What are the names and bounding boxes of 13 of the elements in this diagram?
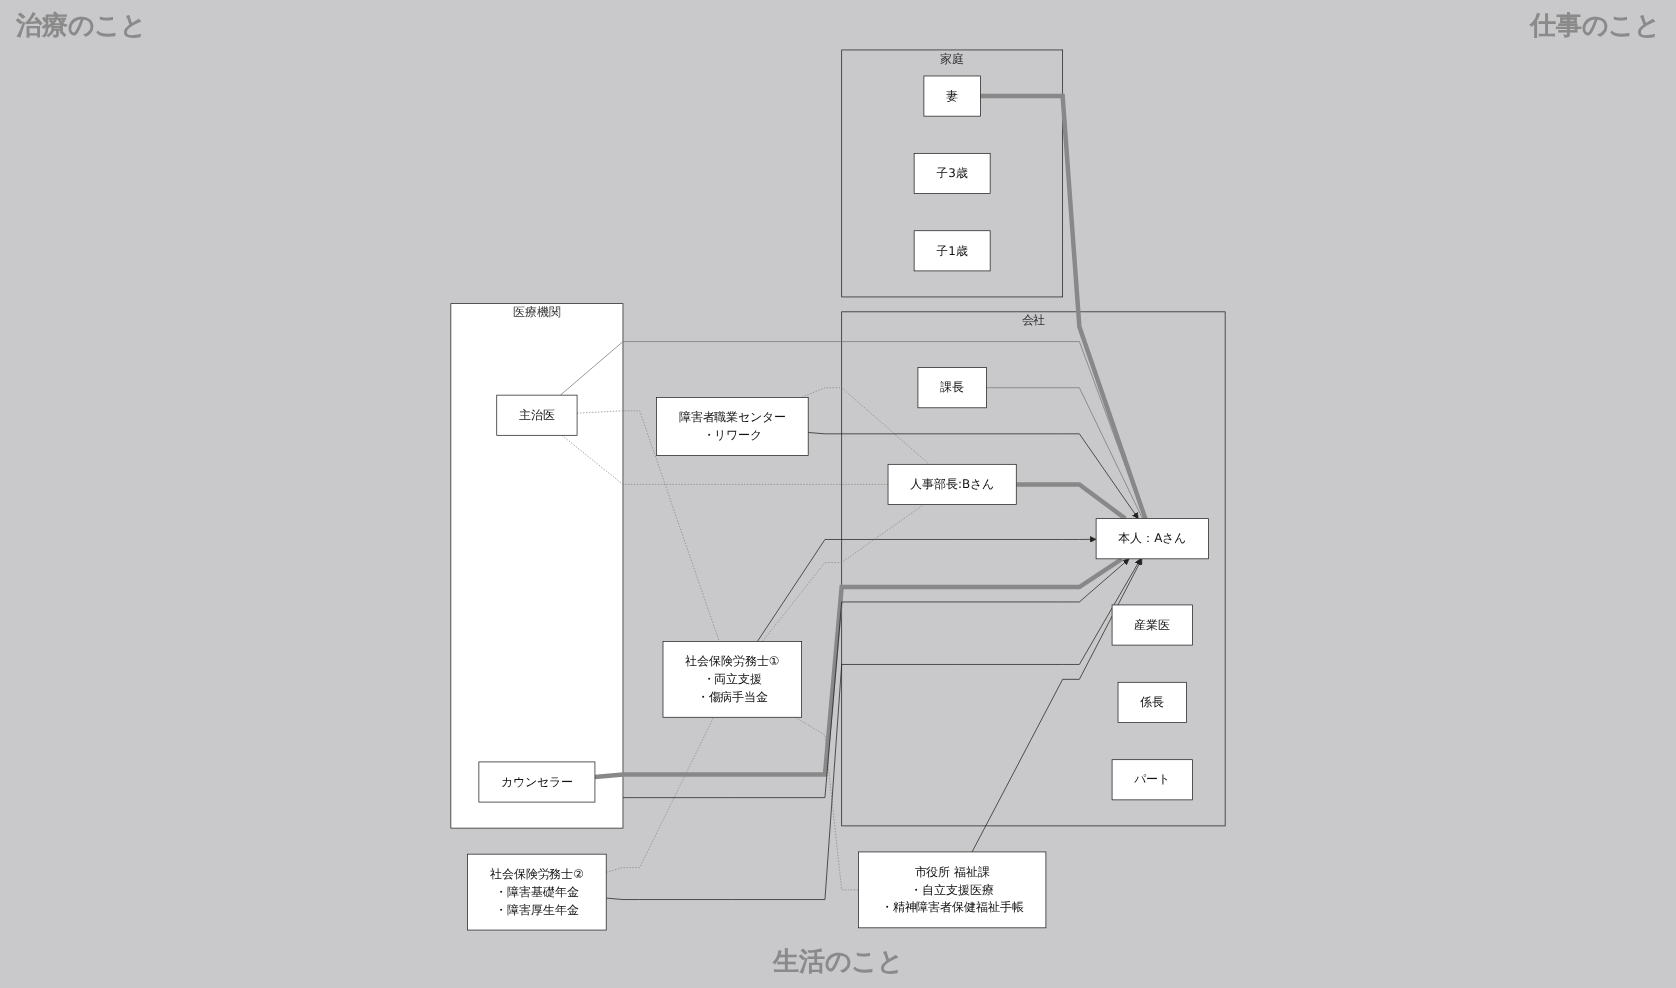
region-label: 生活のこと [773,946,903,980]
connector [561,434,889,485]
connector [762,504,925,642]
connector [986,387,1143,519]
region-label: 仕事のこと [1530,10,1660,44]
connector [605,716,714,873]
connector [560,341,1146,519]
connector [980,93,1148,520]
connector [794,716,859,891]
connector [801,387,930,465]
connector [1016,482,1127,521]
region-label: 治療のこと [16,9,146,44]
connector [576,410,720,642]
